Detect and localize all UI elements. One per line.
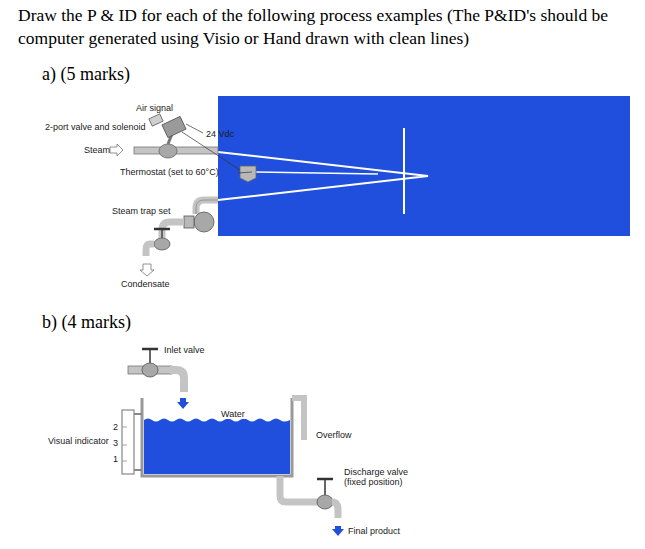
part-heading: a) (5 marks) [42, 64, 130, 85]
flow-label: Condensate [121, 279, 170, 289]
part-label: Inlet valve [164, 345, 205, 355]
question-title: Draw the P & ID for each of the followin… [18, 4, 642, 50]
signal-label: 24 Vdc [206, 129, 234, 139]
level-gauge [122, 410, 134, 474]
air-actuator [149, 114, 163, 126]
valve-stem [161, 230, 163, 238]
gauge-number: 3 [113, 438, 118, 448]
gauge-number: 1 [113, 454, 118, 464]
gauge-connection [134, 469, 142, 471]
flow-label: Final product [348, 526, 400, 536]
inlet-spout [170, 370, 184, 392]
inlet-valve-body [142, 363, 158, 377]
valve-body [159, 144, 177, 158]
part-label: Visual indicator [48, 436, 109, 446]
part-label: Thermostat (set to 60°C) [120, 167, 219, 177]
steam-trap [194, 212, 214, 232]
gauge-number: 2 [113, 422, 118, 432]
discharge-spout [332, 502, 338, 518]
overflow-pipe [292, 398, 304, 440]
gauge-connection [134, 413, 142, 415]
strainer [184, 216, 194, 228]
tank-label: Water [220, 409, 246, 419]
solenoid [162, 116, 186, 137]
flow-arrow [110, 144, 123, 156]
signal-label: Air signal [136, 103, 173, 113]
thermostat-probe [256, 172, 378, 174]
wire [238, 172, 252, 173]
part-label: 2-port valve and solenoid [45, 122, 146, 132]
tank-node: Water [144, 400, 290, 474]
gauge-tick [122, 461, 127, 462]
trap-pipe-edge [196, 200, 218, 214]
isolation-valve [154, 238, 170, 250]
discharge-valve-body [317, 495, 333, 509]
part-heading: b) (4 marks) [42, 312, 131, 333]
heating-coil [218, 152, 428, 200]
heated-tank [218, 96, 630, 236]
valve-stem [324, 480, 326, 495]
discharge-pipe [280, 476, 318, 502]
outlet-pipe [146, 244, 154, 256]
water [144, 419, 290, 475]
flow-label: Steam [84, 145, 110, 155]
trap-pipe [196, 200, 218, 214]
tank-wall [142, 398, 292, 476]
flow-arrow [332, 526, 344, 536]
part-label: Steam trap set [112, 206, 171, 216]
flow-arrow [177, 398, 189, 409]
handwheel [154, 228, 170, 231]
gauge-tick [122, 427, 127, 428]
handwheel [142, 348, 158, 351]
part-label: Discharge valve (fixed position) [344, 467, 424, 488]
flow-arrow [140, 264, 154, 276]
thermostat [240, 166, 256, 182]
gauge-tick [122, 445, 127, 446]
handwheel [317, 478, 333, 481]
wire [186, 124, 203, 133]
part-label: Overflow [316, 430, 352, 440]
coil-marker [403, 128, 405, 214]
valve-stem [149, 350, 151, 363]
